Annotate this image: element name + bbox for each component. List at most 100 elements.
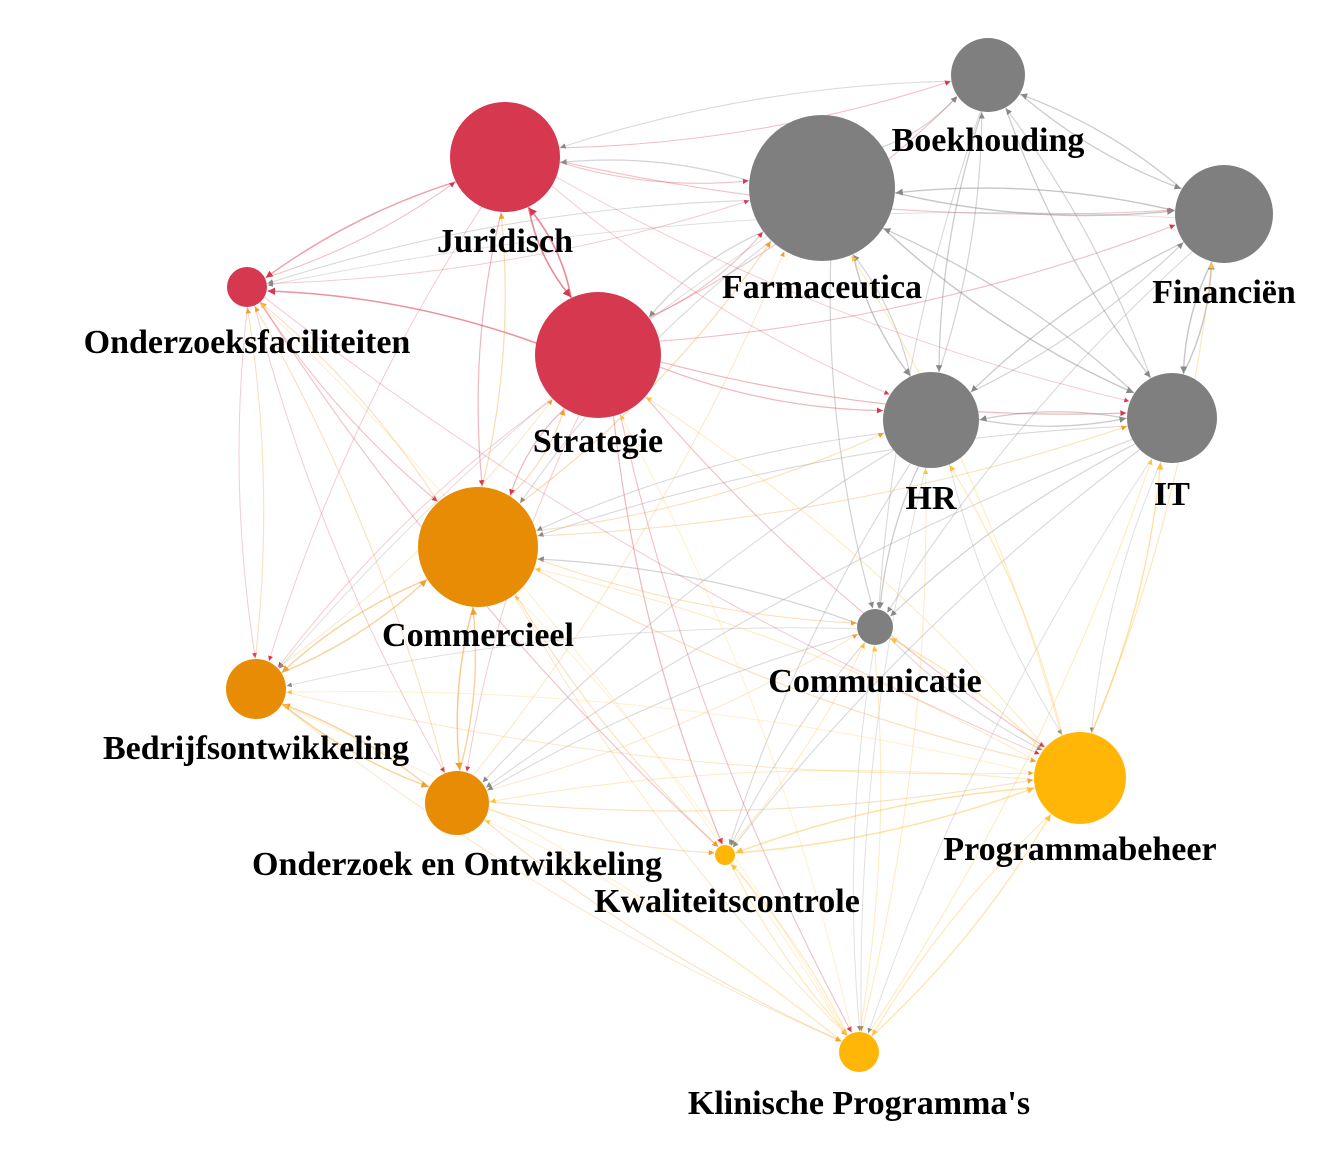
- edge-programmabeheer-to-bedrijfsontwikkeling: [286, 689, 1035, 774]
- edge-farmaceutica-to-hr: [852, 253, 911, 377]
- edge-programmabeheer-to-it: [1090, 462, 1164, 734]
- edge-bedrijfsontwikkeling-to-klinische_programmas: [281, 704, 842, 1042]
- edge-klinische_programmas-to-strategie: [619, 414, 853, 1034]
- node-programmabeheer[interactable]: [1034, 732, 1126, 824]
- node-strategie[interactable]: [535, 292, 661, 418]
- edge-commercieel-to-klinische_programmas: [513, 594, 847, 1036]
- edge-financien-to-hr: [970, 241, 1185, 393]
- edge-onderzoeksfaciliteiten-to-programmabeheer: [263, 296, 1040, 755]
- nodes-layer: [226, 38, 1273, 1072]
- node-it[interactable]: [1127, 373, 1217, 463]
- edges-layer: [238, 80, 1215, 1043]
- edge-communicatie-to-onderzoek_ontwikkeling: [487, 633, 859, 791]
- edge-it-to-kwaliteitscontrole: [732, 449, 1141, 848]
- edge-financien-to-boekhouding: [1020, 93, 1183, 190]
- node-label-boekhouding: Boekhouding: [892, 122, 1085, 159]
- node-commercieel[interactable]: [418, 487, 538, 607]
- node-label-programmabeheer: Programmabeheer: [943, 831, 1216, 868]
- edge-boekhouding-to-it: [1004, 107, 1151, 378]
- edge-financien-to-farmaceutica: [895, 187, 1176, 212]
- edge-farmaceutica-to-communicatie: [829, 260, 874, 609]
- edge-it-to-farmaceutica: [883, 228, 1135, 394]
- edge-klinische_programmas-to-onderzoek_ontwikkeling: [484, 819, 843, 1042]
- edge-commercieel-to-it: [536, 425, 1127, 537]
- edge-commercieel-to-onderzoeksfaciliteiten: [260, 302, 439, 503]
- node-label-bedrijfsontwikkeling: Bedrijfsontwikkeling: [103, 730, 409, 767]
- node-farmaceutica[interactable]: [749, 115, 895, 261]
- edge-strategie-to-commercieel: [509, 407, 566, 496]
- node-hr[interactable]: [883, 372, 979, 468]
- edge-klinische_programmas-to-communicatie: [859, 645, 882, 1033]
- edge-juridisch-to-commercieel: [477, 211, 502, 487]
- edge-onderzoek_ontwikkeling-to-klinische_programmas: [483, 819, 842, 1042]
- edge-programmabeheer-to-communicatie: [890, 637, 1044, 752]
- edge-farmaceutica-to-it: [882, 227, 1134, 394]
- edge-commercieel-to-communicatie: [536, 558, 857, 626]
- node-label-communicatie: Communicatie: [768, 663, 981, 700]
- edge-juridisch-to-bedrijfsontwikkeling: [268, 206, 483, 662]
- edge-strategie-to-financien: [659, 224, 1176, 342]
- node-klinische_programmas[interactable]: [839, 1032, 879, 1072]
- edge-farmaceutica-to-strategie: [648, 231, 764, 318]
- edge-onderzoek_ontwikkeling-to-programmabeheer: [488, 778, 1034, 812]
- edge-it-to-commercieel: [537, 425, 1128, 537]
- edge-onderzoeksfaciliteiten-to-juridisch: [264, 181, 456, 279]
- node-label-commercieel: Commercieel: [382, 617, 574, 654]
- node-communicatie[interactable]: [857, 609, 893, 645]
- edge-juridisch-to-hr: [551, 185, 890, 395]
- node-label-strategie: Strategie: [533, 423, 663, 460]
- edge-boekhouding-to-juridisch: [560, 80, 952, 149]
- node-label-klinische_programmas: Klinische Programma's: [688, 1085, 1030, 1122]
- edge-financien-to-onderzoeksfaciliteiten: [267, 211, 1176, 287]
- node-boekhouding[interactable]: [951, 38, 1025, 112]
- edge-onderzoeksfaciliteiten-to-bedrijfsontwikkeling: [238, 306, 257, 659]
- edge-farmaceutica-to-financien: [894, 192, 1175, 217]
- edge-kwaliteitscontrole-to-klinische_programmas: [730, 863, 848, 1036]
- edge-hr-to-farmaceutica: [853, 254, 912, 377]
- edge-it-to-boekhouding: [1005, 108, 1152, 379]
- edge-onderzoek_ontwikkeling-to-farmaceutica: [472, 251, 785, 776]
- edge-onderzoek_ontwikkeling-to-kwaliteitscontrole: [488, 808, 715, 856]
- edge-financien-to-communicatie: [886, 250, 1193, 613]
- edge-it-to-hr: [979, 411, 1128, 422]
- edge-bedrijfsontwikkeling-to-onderzoek_ontwikkeling: [281, 703, 429, 788]
- edge-programmabeheer-to-strategie: [645, 396, 1046, 749]
- edge-programmabeheer-to-klinische_programmas: [871, 813, 1052, 1037]
- edge-strategie-to-programmabeheer: [644, 396, 1045, 748]
- node-onderzoek_ontwikkeling[interactable]: [425, 771, 489, 835]
- edge-klinische_programmas-to-bedrijfsontwikkeling: [282, 704, 843, 1043]
- edge-commercieel-to-hr: [535, 432, 885, 532]
- edge-programmabeheer-to-kwaliteitscontrole: [735, 787, 1036, 854]
- node-juridisch[interactable]: [450, 102, 560, 212]
- edge-commercieel-to-kwaliteitscontrole: [515, 593, 719, 847]
- edge-commercieel-to-bedrijfsontwikkeling: [281, 578, 428, 673]
- edge-hr-to-kwaliteitscontrole: [728, 463, 911, 846]
- edge-onderzoek_ontwikkeling-to-commercieel: [458, 607, 478, 772]
- node-kwaliteitscontrole[interactable]: [715, 845, 735, 865]
- edge-programmabeheer-to-farmaceutica: [851, 255, 1063, 737]
- edge-communicatie-to-klinische_programmas: [852, 644, 875, 1032]
- node-onderzoeksfaciliteiten[interactable]: [227, 267, 267, 307]
- node-label-onderzoeksfaciliteiten: Onderzoeksfaciliteiten: [84, 324, 411, 361]
- edge-it-to-financien: [1182, 262, 1215, 375]
- edge-commercieel-to-farmaceutica: [519, 241, 772, 505]
- edge-klinische_programmas-to-it: [867, 459, 1153, 1035]
- edge-boekhouding-to-financien: [1019, 93, 1182, 190]
- edge-commercieel-to-strategie: [509, 409, 566, 497]
- edge-communicatie-to-kwaliteitscontrole: [730, 641, 866, 847]
- edge-it-to-communicatie: [890, 443, 1136, 617]
- edge-onderzoeksfaciliteiten-to-commercieel: [259, 301, 438, 502]
- edge-farmaceutica-to-bedrijfsontwikkeling: [278, 235, 768, 669]
- edge-hr-to-financien: [970, 242, 1184, 393]
- node-financien[interactable]: [1175, 165, 1273, 263]
- node-bedrijfsontwikkeling[interactable]: [226, 659, 286, 719]
- edge-strategie-to-hr: [659, 366, 883, 414]
- edge-juridisch-to-farmaceutica: [559, 161, 749, 185]
- node-label-onderzoek_ontwikkeling: Onderzoek en Ontwikkeling: [252, 846, 662, 883]
- edge-onderzoek_ontwikkeling-to-onderzoeksfaciliteiten: [254, 306, 446, 774]
- edge-klinische_programmas-to-commercieel: [514, 595, 848, 1037]
- edge-klinische_programmas-to-kwaliteitscontrole: [730, 863, 849, 1036]
- edge-commercieel-to-juridisch: [481, 212, 506, 488]
- edge-it-to-onderzoek_ontwikkeling: [485, 438, 1133, 788]
- edge-hr-to-it: [978, 416, 1127, 427]
